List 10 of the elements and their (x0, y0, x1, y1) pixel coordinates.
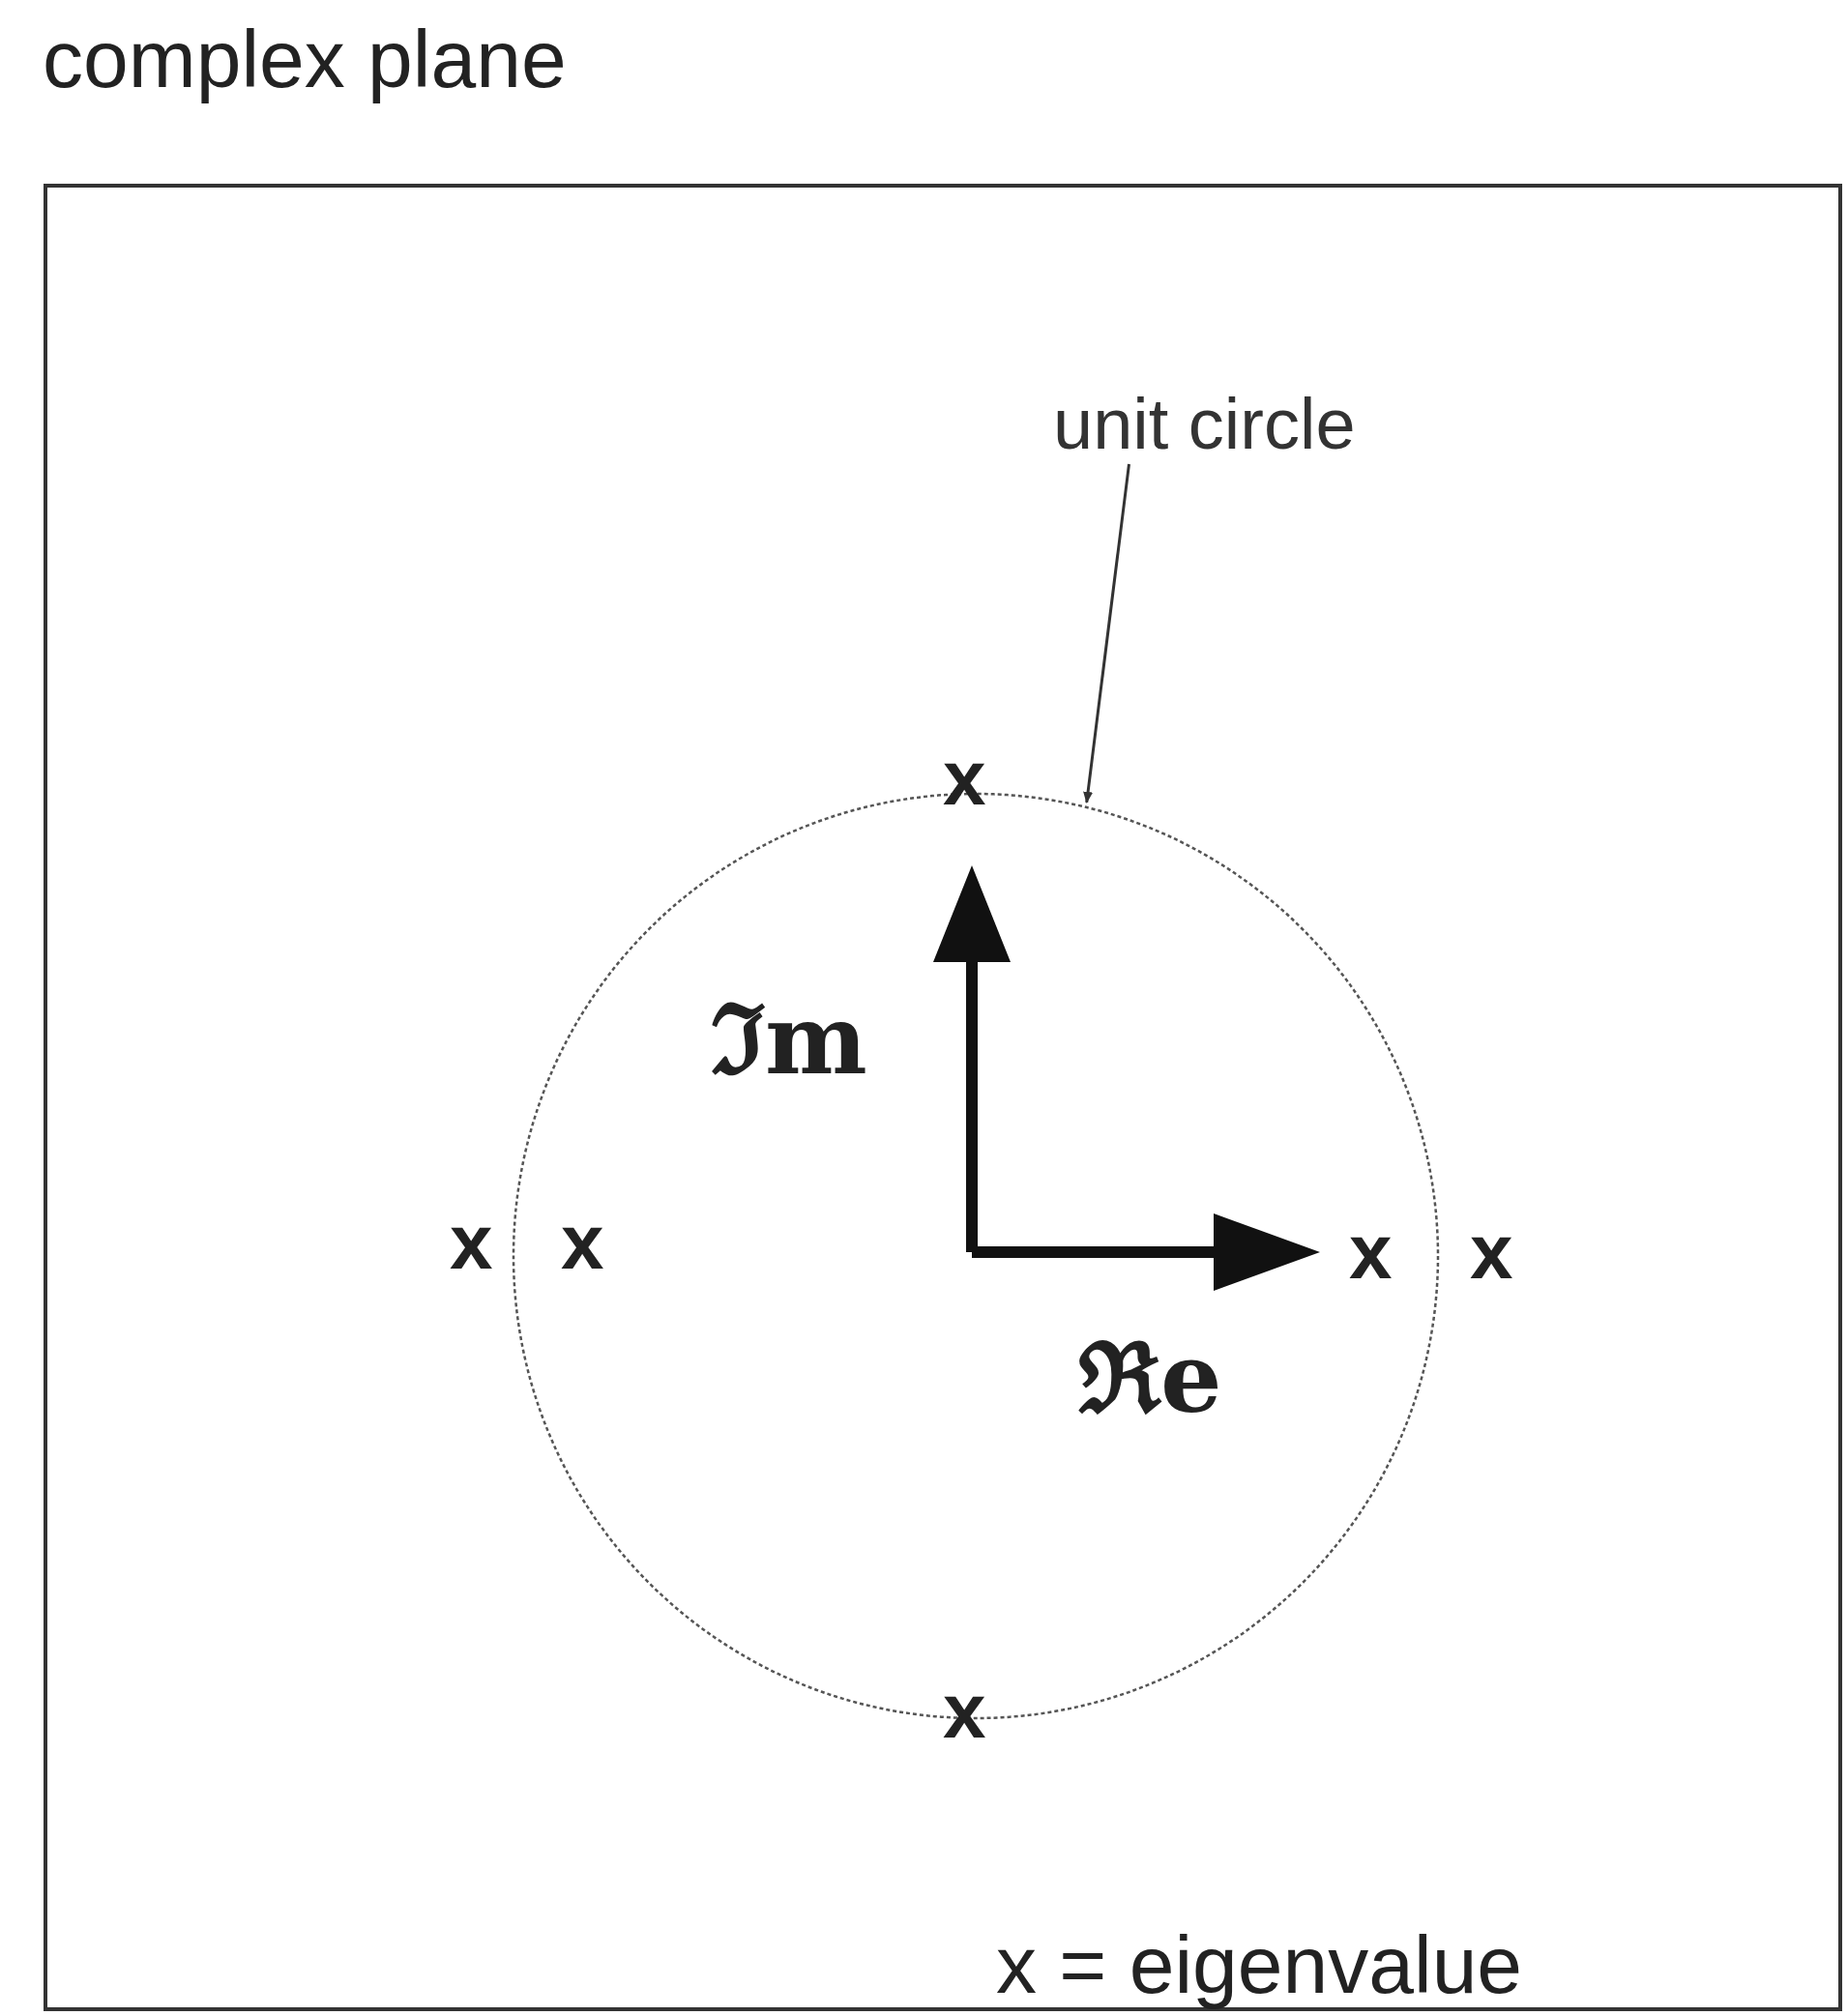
eigenvalue-mark: x (1349, 1213, 1393, 1291)
eigenvalue-mark: x (943, 740, 986, 817)
eigenvalue-mark: x (450, 1204, 493, 1281)
eigenvalue-mark: x (943, 1673, 986, 1750)
leader-line (1083, 463, 1130, 803)
real-axis-label: ℜe (1078, 1329, 1222, 1426)
callout-text: unit circle (1053, 381, 1372, 468)
eigenvalue-mark: x (1470, 1213, 1513, 1291)
eigenvalue-mark: x (561, 1204, 604, 1281)
imaginary-axis-label: ℑm (711, 991, 867, 1088)
